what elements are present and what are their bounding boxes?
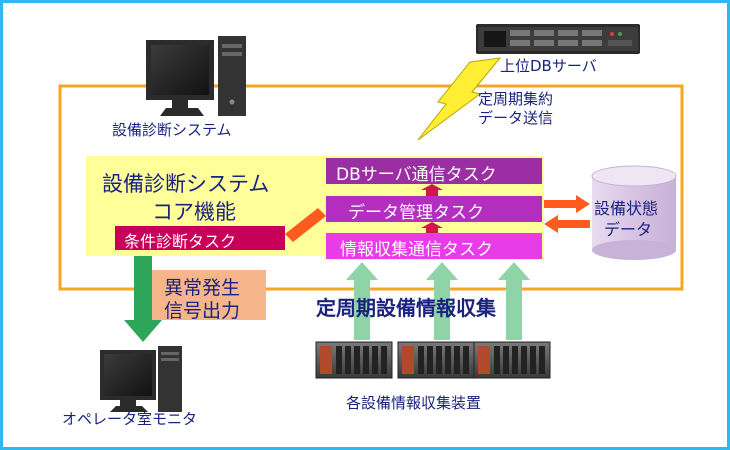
database-cylinder-icon: [591, 165, 677, 260]
condition-task-label: 条件診断タスク: [124, 232, 237, 251]
collect-arrow-1: [346, 262, 378, 340]
core-function-title-2: コア機能: [152, 200, 236, 224]
lightning-bolt-icon: [417, 57, 502, 141]
server-rack-icon: [476, 24, 640, 54]
from-status-arrow: [544, 215, 590, 233]
condition-to-mgmt-connector: [285, 208, 326, 242]
connector-up-2: [421, 222, 443, 233]
collection-devices-label: 各設備情報収集装置: [346, 394, 482, 412]
db-comm-task-bar: [326, 158, 542, 184]
operator-computer-icon: [100, 346, 182, 412]
upper-db-server-label: 上位DBサーバ: [500, 57, 597, 75]
core-function-title-1: 設備診断システム: [102, 172, 270, 196]
abnormal-signal-box: [150, 270, 266, 320]
system-boundary: [58, 84, 684, 291]
diag-system-pc-label: 設備診断システム: [112, 121, 232, 139]
plc-device-icon: [315, 341, 551, 379]
collect-arrow-2: [426, 262, 458, 340]
abnormal-signal-label-2: 信号出力: [164, 300, 241, 322]
data-mgmt-task-label: データ管理タスク: [348, 203, 484, 223]
db-comm-task-label: DBサーバ通信タスク: [336, 165, 497, 185]
data-mgmt-task-bar: [326, 196, 542, 222]
to-status-arrow: [544, 195, 590, 213]
periodic-aggregate-label-2: データ送信: [478, 109, 554, 127]
info-collect-task-label: 情報収集通信タスク: [340, 240, 493, 260]
periodic-collection-label: 定周期設備情報収集: [316, 296, 496, 320]
connector-up-1: [421, 184, 443, 196]
info-collect-task-bar: [326, 233, 542, 259]
collect-arrow-3: [498, 262, 530, 340]
desktop-computer-icon: [146, 36, 246, 116]
periodic-aggregate-label-1: 定周期集約: [478, 90, 554, 108]
equipment-status-label-1: 設備状態: [594, 199, 659, 218]
operator-monitor-label: オペレータ室モニタ: [62, 410, 198, 428]
abnormal-signal-arrow: [124, 256, 162, 342]
equipment-status-label-2: データ: [604, 220, 653, 239]
condition-task-bar: [115, 226, 285, 250]
abnormal-signal-label-1: 異常発生: [164, 277, 241, 299]
